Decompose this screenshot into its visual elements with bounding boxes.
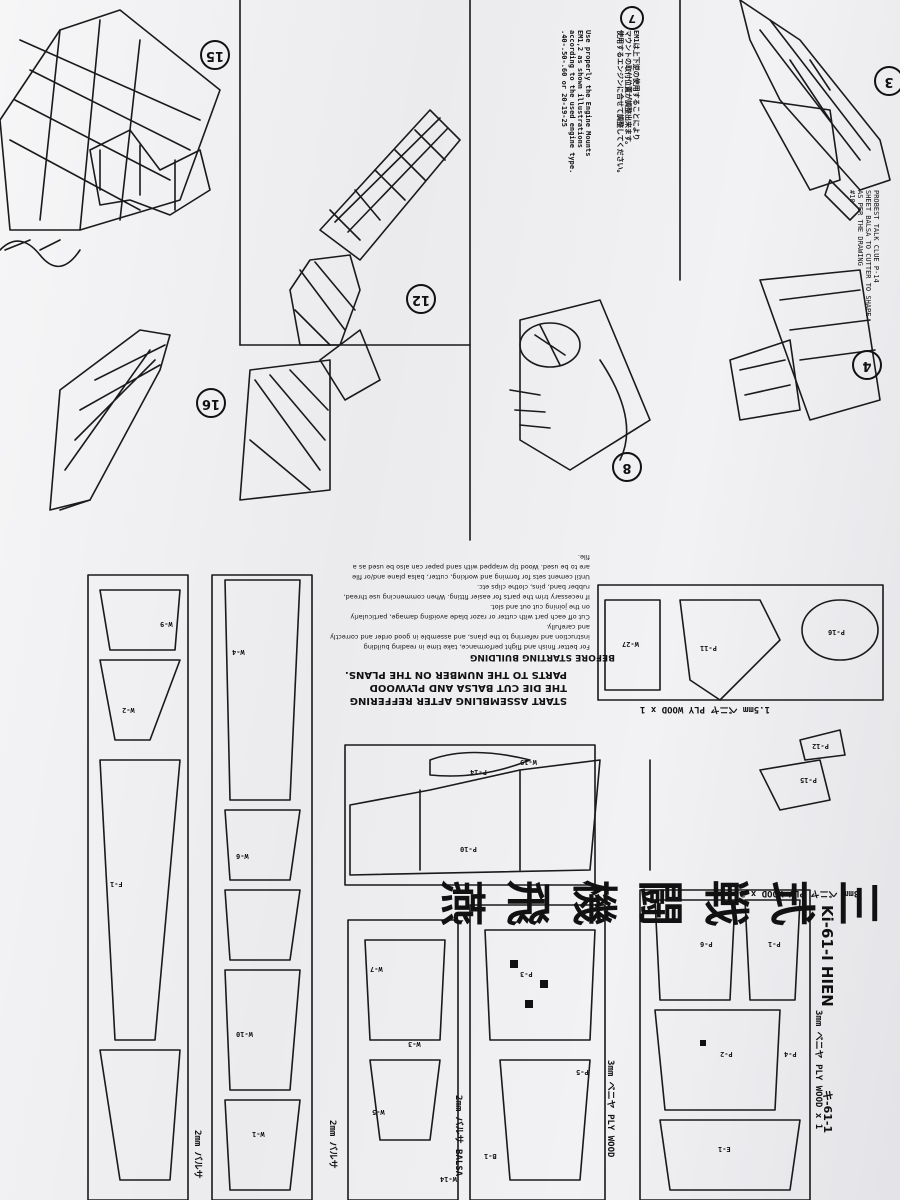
sheet-label-balsa2b: 2mm バルサ <box>327 1120 337 1169</box>
sheet-label-balsa2c: 2mm バルサ <box>192 1130 202 1179</box>
part-label: W-3 <box>408 1040 421 1048</box>
part-label: W-14 <box>440 1175 457 1183</box>
step3-note: PROBEST TALK CLUE P-14 SHEET BALSA TO CU… <box>848 190 880 317</box>
part-label: P-16 <box>828 628 845 636</box>
part-label: W-6 <box>236 852 249 860</box>
step-12-marker: 12 <box>406 284 436 314</box>
part-label: P-12 <box>812 742 829 750</box>
part-label: W-27 <box>622 640 639 648</box>
part-label: P-14 <box>470 768 487 776</box>
sheet-label-ply15: 1.5mm ベニヤ PLY WOOD x 1 <box>640 704 770 714</box>
sheet-label-ply3b: 3mm ベニヤ PLY WOOD <box>605 1060 615 1158</box>
part-label: P-5 <box>576 1068 589 1076</box>
part-label: P-15 <box>800 776 817 784</box>
step-7-marker: 7 <box>620 6 644 30</box>
step-4-marker: 4 <box>852 350 882 380</box>
part-label: W-4 <box>232 648 245 656</box>
part-label: W-7 <box>370 965 383 973</box>
step-8-marker: 8 <box>612 452 642 482</box>
model-code-jp: キ-61-1 <box>821 1090 834 1134</box>
part-label: W-1 <box>252 1130 265 1138</box>
model-code: Ki-61-I HIEN <box>818 905 836 1007</box>
part-label: W-5 <box>372 1108 385 1116</box>
instructions-title: START ASSEMBLING AFTER REFFERING THE DIE… <box>345 669 567 706</box>
part-label: P-11 <box>700 644 717 652</box>
sheet-label-balsa2a: 2mm バルサ BALSA <box>453 1095 463 1177</box>
part-label: P-2 <box>720 1050 733 1058</box>
before-starting-title: BEFORE STARTING BUILDING <box>470 652 615 662</box>
step7-note-jp: EM1は上下逆の使用することにより マウントの取付位置が調整出来ます。 使用する… <box>616 30 640 177</box>
part-label: P-4 <box>784 1050 797 1058</box>
part-label: P-6 <box>700 940 713 948</box>
part-label: P-1 <box>768 940 781 948</box>
part-label: F-1 <box>110 880 123 888</box>
step-3-marker: 3 <box>874 66 900 96</box>
step7-note-en: Use properly the Engine Mounts EM1,2 as … <box>560 30 592 174</box>
before-starting-body: For better finish and flight performance… <box>330 553 590 651</box>
part-label: P-10 <box>460 845 477 853</box>
step-16-marker: 16 <box>196 388 226 418</box>
step-15-marker: 15 <box>200 40 230 70</box>
part-label: P-3 <box>520 970 533 978</box>
part-label: W-9 <box>160 620 173 628</box>
part-label: W-2 <box>122 706 135 714</box>
part-label: E-1 <box>718 1145 731 1153</box>
part-label: W-19 <box>520 758 537 766</box>
part-label: B-1 <box>484 1152 497 1160</box>
part-label: W-10 <box>236 1030 253 1038</box>
